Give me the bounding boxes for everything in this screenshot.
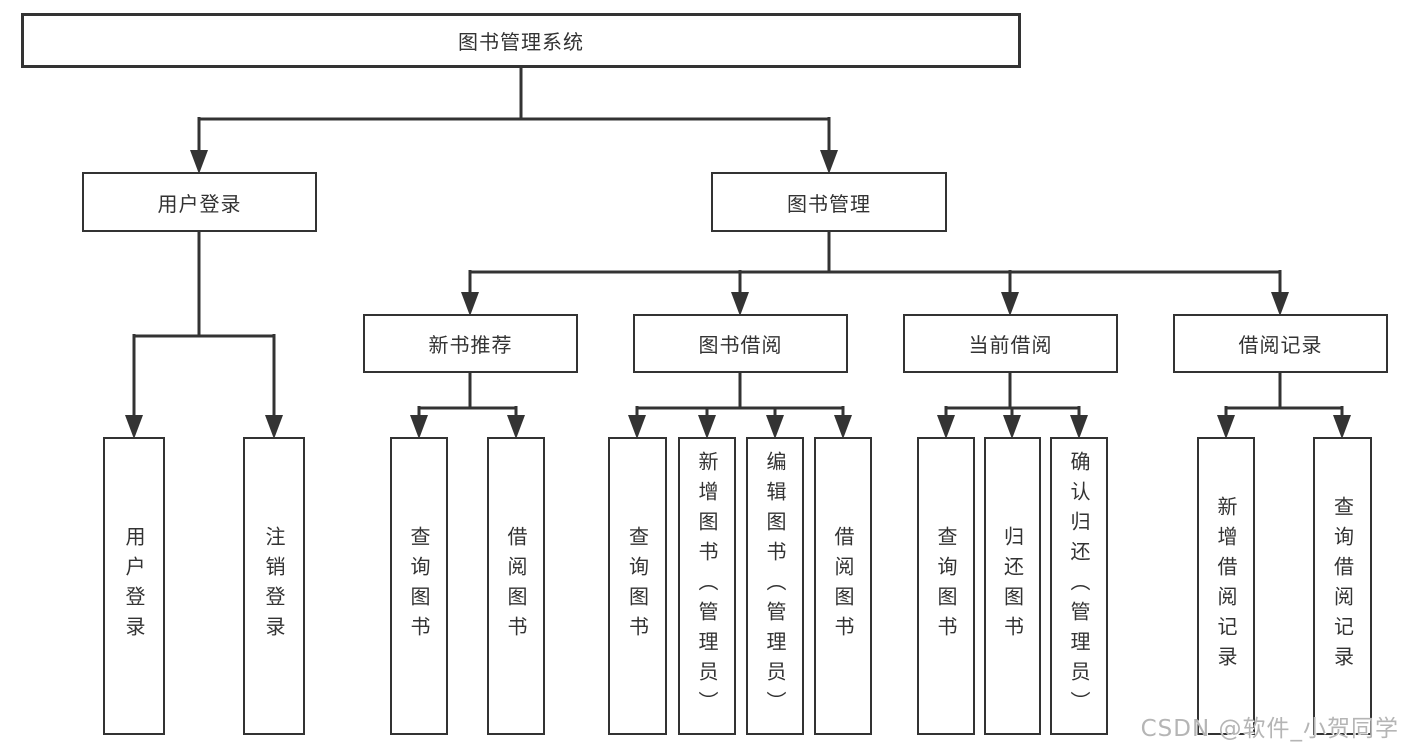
leaf-borrow-borrow-book: 借阅图书 [814, 437, 872, 735]
node-user-login: 用户登录 [82, 172, 317, 232]
node-borrowing-records: 借阅记录 [1173, 314, 1388, 373]
leaf-newrec-query-book: 查询图书 [390, 437, 448, 735]
leaf-current-query-book: 查询图书 [917, 437, 975, 735]
node-current-borrowing: 当前借阅 [903, 314, 1118, 373]
node-book-borrowing: 图书借阅 [633, 314, 848, 373]
leaf-borrow-edit-book-admin: 编辑图书（管理员） [746, 437, 804, 735]
node-book-management: 图书管理 [711, 172, 947, 232]
node-borrowing-records-label: 借阅记录 [1238, 333, 1323, 357]
node-new-book-recommend-label: 新书推荐 [428, 333, 513, 357]
leaf-logout: 注销登录 [243, 437, 305, 735]
leaf-borrow-query-book: 查询图书 [608, 437, 667, 735]
node-root-system: 图书管理系统 [21, 13, 1021, 68]
node-current-borrowing-label: 当前借阅 [968, 333, 1053, 357]
leaf-records-add-record: 新增借阅记录 [1197, 437, 1255, 735]
node-root-label: 图书管理系统 [458, 30, 584, 54]
leaf-records-query-record: 查询借阅记录 [1313, 437, 1372, 735]
leaf-user-login: 用户登录 [103, 437, 165, 735]
node-book-borrowing-label: 图书借阅 [698, 333, 783, 357]
csdn-watermark: CSDN @软件_小贺同学 [1140, 716, 1399, 742]
leaf-current-return-book: 归还图书 [984, 437, 1041, 735]
leaf-current-confirm-return-admin: 确认归还（管理员） [1050, 437, 1108, 735]
leaf-borrow-add-book-admin: 新增图书（管理员） [678, 437, 736, 735]
node-user-login-label: 用户登录 [157, 191, 242, 216]
leaf-newrec-borrow-book: 借阅图书 [487, 437, 545, 735]
node-book-management-label: 图书管理 [787, 191, 871, 216]
node-new-book-recommend: 新书推荐 [363, 314, 578, 373]
